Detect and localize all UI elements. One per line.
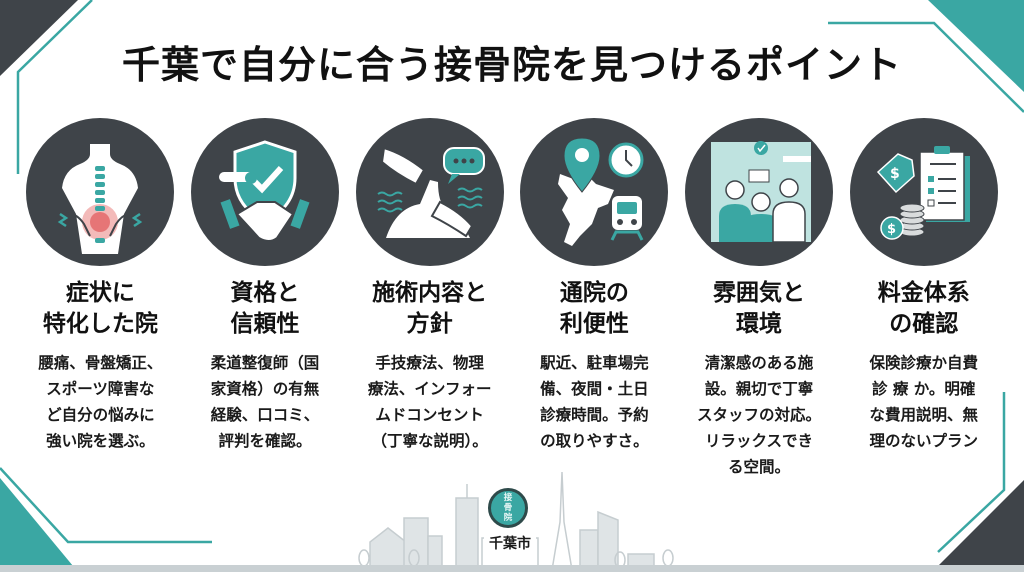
point-description: 清潔感のある施 設。親切で丁寧 スタッフの対応。 リラックスでき る空間。 (697, 354, 822, 476)
shield-handshake-certificate-icon (191, 118, 339, 266)
back-pain-spine-icon (26, 118, 175, 266)
city-label: 千葉市 (484, 533, 536, 553)
point-title: 料金体系 の確認 (877, 280, 970, 337)
point-card-access: 通院の 利便性 駅近、駐車場完 備、夜間・土日 診療時間。予約 の取りやすさ。 (512, 118, 677, 480)
point-card-qualifications: 資格と 信頼性 柔道整復師（国 家資格）の有無 経験、口コミ、 評判を確認。 (183, 118, 348, 480)
points-list: 症状に 特化した院 腰痛、骨盤矯正、 スポーツ障害な ど自分の悩みに 強い院を選… (18, 118, 1006, 480)
point-card-pricing: $ $ 料金体系 の確認 保険診療か自費 診 療 か。明確 な費用説明、無 理の… (841, 118, 1006, 480)
map-pin-clock-train-icon (520, 118, 669, 266)
point-title: 通院の 利便性 (559, 280, 629, 337)
point-description: 柔道整復師（国 家資格）の有無 経験、口コミ、 評判を確認。 (210, 354, 320, 450)
point-card-treatment: 施術内容と 方針 手技療法、物理 療法、インフォー ムドコンセント （丁寧な説明… (347, 118, 512, 480)
point-description: 駅近、駐車場完 備、夜間・土日 診療時間。予約 の取りやすさ。 (540, 354, 649, 450)
point-title: 資格と 信頼性 (230, 280, 300, 337)
point-card-symptoms: 症状に 特化した院 腰痛、骨盤矯正、 スポーツ障害な ど自分の悩みに 強い院を選… (18, 118, 183, 480)
price-tag-coins-checklist-icon: $ $ (849, 118, 998, 266)
point-title: 施術内容と 方針 (372, 280, 488, 337)
point-description: 手技療法、物理 療法、インフォー ムドコンセント （丁寧な説明）。 (367, 354, 492, 450)
svg-text:$: $ (890, 166, 900, 182)
clinic-badge: 接 骨 院 (488, 488, 528, 528)
point-description: 腰痛、骨盤矯正、 スポーツ障害な ど自分の悩みに 強い院を選ぶ。 (38, 354, 163, 450)
page-title: 千葉で自分に合う接骨院を見つけるポイント (121, 43, 902, 87)
ground-strip (0, 565, 1024, 572)
point-title: 雰囲気と 環境 (713, 280, 806, 337)
hands-treatment-speech-icon (355, 118, 504, 266)
point-description: 保険診療か自費 診 療 か。明確 な費用説明、無 理のないプラン (869, 354, 978, 450)
point-title: 症状に 特化した院 (42, 280, 158, 337)
svg-text:$: $ (887, 222, 896, 237)
point-card-atmosphere: 雰囲気と 環境 清潔感のある施 設。親切で丁寧 スタッフの対応。 リラックスでき… (677, 118, 842, 480)
friendly-staff-room-icon (685, 118, 834, 266)
